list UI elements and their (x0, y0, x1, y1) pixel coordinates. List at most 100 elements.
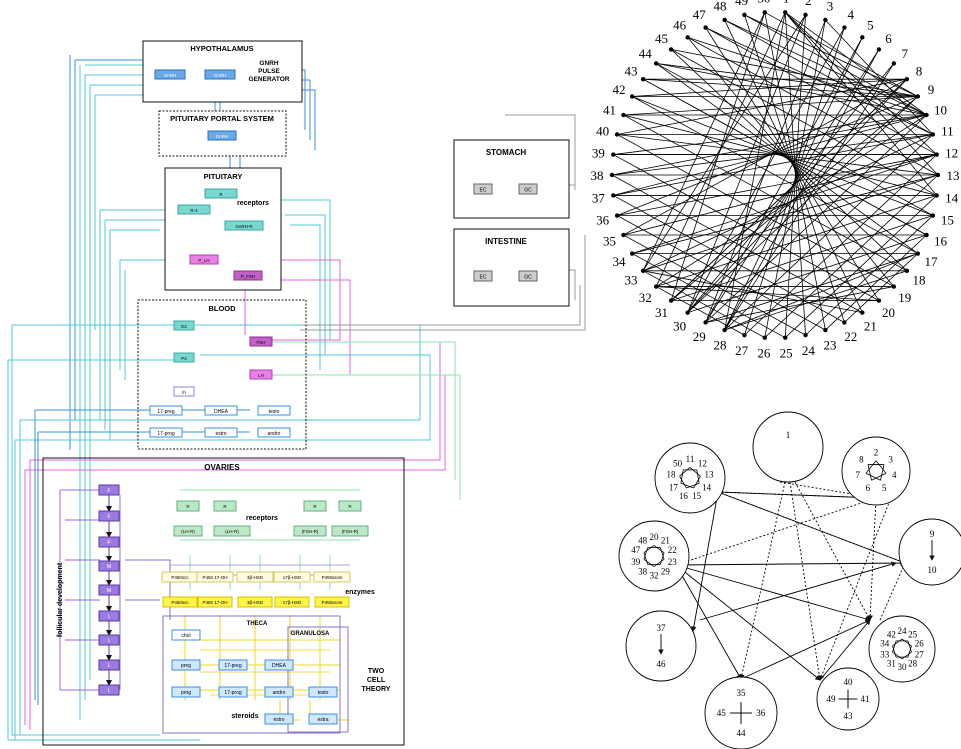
enzyme-node (273, 571, 311, 583)
graph-edge (724, 253, 918, 331)
graph-node (876, 47, 882, 52)
intestine-ec-label: EC (480, 275, 487, 281)
cluster-circle (752, 411, 824, 483)
steroid-label: estra (317, 717, 328, 723)
graph-edge (617, 78, 907, 135)
graph-node (742, 332, 747, 338)
cluster-inner-edge (653, 545, 665, 554)
cluster-circle (654, 442, 726, 514)
ovary-receptor-node (303, 500, 327, 512)
graph-node (722, 327, 727, 333)
cluster-inner-edge (643, 545, 655, 554)
enzyme-label: 17β-HSD (283, 575, 302, 580)
graph-edge (670, 78, 908, 301)
steroid-node (171, 686, 201, 698)
graph-edge (687, 14, 806, 313)
enzyme-active-label: 3β-HSD (247, 600, 264, 605)
ovary-receptor-label: R (313, 504, 317, 509)
portal-gnrh-node (207, 130, 237, 141)
graph-edge (724, 19, 934, 135)
graph-node (904, 268, 910, 274)
cluster-dashed-edge (867, 497, 877, 621)
graph-edge (616, 134, 895, 287)
pituitary-box (164, 167, 282, 291)
ovary-receptor-node (176, 500, 200, 512)
graph-node-label: 40 (596, 124, 609, 139)
cluster-inner-edge (907, 640, 912, 653)
circular-graph-edges (611, 11, 939, 339)
stomach-gc-label: GC (524, 188, 532, 194)
cluster-node-label: 27 (915, 650, 925, 660)
cluster-node-label: 48 (638, 535, 648, 545)
blood-box (137, 299, 307, 450)
graph-edge (643, 78, 918, 97)
ovary-receptor-label: (FSH-R) (342, 529, 359, 534)
graph-node (629, 251, 635, 256)
cluster-inner-edge (892, 645, 897, 658)
blood-steroid-row: 17-preg DHEA testo 17-prog estro andro (149, 405, 291, 438)
cluster-node-label: 36 (756, 708, 766, 718)
graph-node-label: 41 (603, 102, 616, 117)
blood-fsh-node (249, 336, 273, 347)
pit-receptor-node (204, 188, 238, 199)
cluster-node-label: 11 (686, 454, 695, 464)
graph-node-label: 45 (655, 31, 668, 46)
graph-node (621, 112, 626, 118)
graph-node (611, 193, 616, 198)
cluster-node-label: 18 (667, 470, 677, 480)
graph-edge (784, 11, 927, 116)
graph-edge (744, 14, 919, 97)
graph-edge (844, 253, 919, 323)
cluster-node-label: 29 (661, 567, 671, 577)
cluster-inner-edge (865, 460, 877, 474)
cluster-node-label: 43 (844, 711, 854, 721)
intestine-gc-label: GC (524, 275, 532, 281)
gnrh-node-1-label: GnRH (164, 73, 177, 78)
blood-e2-node (173, 320, 195, 331)
graph-node-label: 22 (844, 329, 857, 344)
pit-pfsh-node (233, 270, 263, 281)
ovary-receptor-node (293, 525, 327, 537)
steroid-label: DHEA (272, 663, 287, 669)
graph-edge (611, 114, 927, 176)
steroids-label: steroids (231, 713, 258, 720)
enzyme-active-node (162, 596, 198, 608)
steroid-label: 17-preg (224, 663, 241, 669)
cluster-node-label: 17 (669, 483, 679, 493)
blood-p4-label: P4 (181, 356, 187, 361)
blood-dhea-label: DHEA (214, 409, 229, 415)
graph-node-label: 8 (916, 63, 923, 78)
circular-graph-nodes: 1234567891011121314151617181920212223242… (591, 0, 960, 361)
graph-node (891, 61, 897, 66)
cluster-edge (675, 564, 821, 681)
graph-node (930, 213, 936, 218)
cluster-circle (618, 520, 690, 592)
graph-node-label: 48 (713, 0, 726, 14)
cluster-node-label: 24 (898, 626, 908, 636)
cluster-inner-edge (901, 638, 912, 647)
enzyme-label: P450scc (171, 575, 189, 580)
graph-node (629, 94, 635, 99)
graph-node-label: 2 (805, 0, 812, 8)
blood-17preg-label: 17-preg (157, 409, 174, 415)
cluster-dashed-edge (675, 496, 877, 566)
graph-node-label: 27 (735, 343, 749, 358)
enzyme-label: P450arom (322, 575, 343, 580)
cluster-node-label: 46 (657, 659, 667, 669)
granulosa-label: GRANULOSA (291, 631, 330, 637)
steroid-label: preg (181, 663, 191, 669)
cluster-node-label: 23 (668, 557, 678, 567)
graph-edge (623, 114, 908, 272)
graph-node (685, 310, 690, 315)
hypothalamus-title: HYPOTHALAMUS (190, 44, 253, 53)
graph-node (915, 94, 921, 99)
graph-node (722, 17, 727, 23)
enzyme-label: P450 17-OH (202, 575, 227, 580)
stomach-box (453, 139, 570, 219)
graph-node-label: 35 (603, 234, 616, 249)
steroid-node (264, 686, 294, 698)
graph-node (876, 298, 882, 303)
